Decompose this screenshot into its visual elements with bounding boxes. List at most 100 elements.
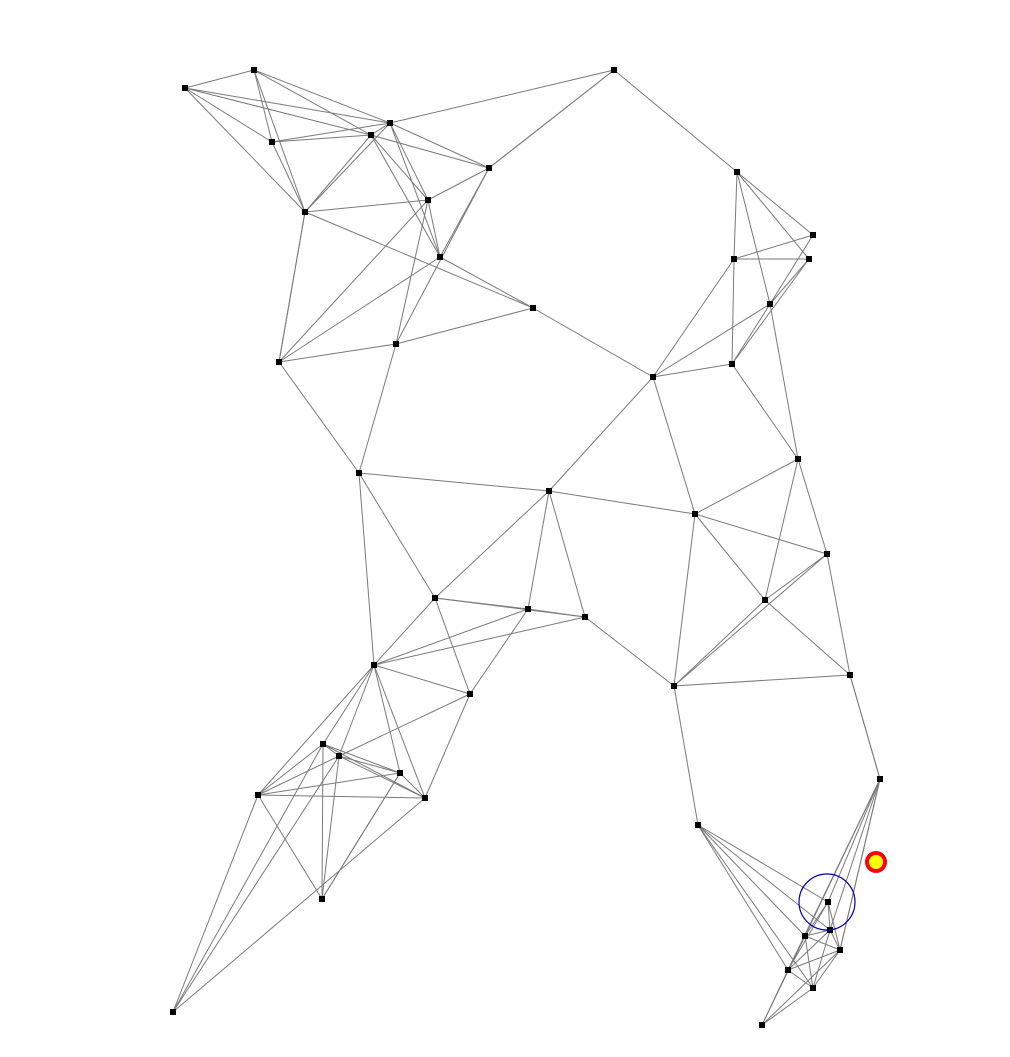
graph-node[interactable]: [759, 1022, 765, 1028]
graph-node[interactable]: [810, 232, 816, 238]
graph-node[interactable]: [546, 488, 552, 494]
graph-node[interactable]: [530, 305, 536, 311]
graph-edge: [761, 969, 789, 1026]
graph-node[interactable]: [611, 67, 617, 73]
graph-edge: [358, 472, 375, 666]
graph-node[interactable]: [729, 361, 735, 367]
graph-edge: [427, 199, 441, 258]
graph-node[interactable]: [734, 169, 740, 175]
graph-edge: [271, 141, 306, 213]
graph-edge: [829, 929, 841, 951]
graph-edge: [271, 122, 391, 143]
graph-edge: [257, 772, 401, 796]
graph-edges: [172, 69, 881, 1026]
graph-edge: [184, 87, 273, 143]
graph-edge: [769, 303, 799, 460]
graph-node[interactable]: [170, 1009, 176, 1015]
graph-node[interactable]: [432, 595, 438, 601]
graph-edge: [804, 929, 831, 937]
target-node-marker[interactable]: [865, 851, 887, 873]
graph-edge: [694, 513, 766, 601]
graph-edge: [373, 608, 529, 666]
graph-edge: [253, 69, 273, 143]
graph-edge: [304, 199, 429, 213]
graph-edge: [812, 929, 831, 989]
graph-node[interactable]: [877, 776, 883, 782]
graph-edge: [172, 755, 340, 1013]
graph-node[interactable]: [467, 691, 473, 697]
graph-node[interactable]: [397, 770, 403, 776]
graph-node[interactable]: [387, 120, 393, 126]
graph-node[interactable]: [785, 967, 791, 973]
graph-node[interactable]: [393, 341, 399, 347]
graph-edge: [694, 513, 828, 555]
graph-edge: [673, 685, 699, 826]
graph-edge: [469, 608, 529, 695]
graph-node[interactable]: [825, 899, 831, 905]
graph-edge: [694, 458, 799, 515]
graph-edge: [652, 376, 696, 515]
graph-edge: [373, 616, 586, 666]
graph-edge: [827, 778, 881, 903]
graph-edge: [787, 929, 831, 971]
graph-edge: [827, 901, 841, 951]
graph-edge: [673, 599, 766, 687]
graph-edge: [826, 553, 851, 676]
graph-edge: [829, 778, 881, 931]
graph-node[interactable]: [319, 896, 325, 902]
graph-node[interactable]: [695, 822, 701, 828]
graph-node[interactable]: [182, 85, 188, 91]
graph-node[interactable]: [806, 256, 812, 262]
graph-node[interactable]: [302, 209, 308, 215]
graph-node[interactable]: [269, 139, 275, 145]
graph-node[interactable]: [371, 662, 377, 668]
graph-node[interactable]: [368, 132, 374, 138]
graph-node[interactable]: [650, 374, 656, 380]
graph-node[interactable]: [767, 301, 773, 307]
graph-node[interactable]: [276, 359, 282, 365]
graph-node[interactable]: [486, 165, 492, 171]
graph-edge: [697, 824, 831, 931]
graph-node[interactable]: [320, 741, 326, 747]
graph-edge: [548, 490, 586, 618]
graph-edge: [761, 949, 841, 1026]
graph-node[interactable]: [422, 795, 428, 801]
graph-edge: [278, 199, 429, 363]
graph-node[interactable]: [847, 672, 853, 678]
graph-edge: [257, 794, 323, 900]
graph-edge: [184, 87, 306, 213]
graph-edge: [338, 755, 426, 799]
graph-edge: [338, 693, 471, 757]
graph-node[interactable]: [762, 597, 768, 603]
graph-edge: [697, 824, 829, 903]
graph-node[interactable]: [437, 254, 443, 260]
graph-node[interactable]: [824, 551, 830, 557]
graph-edge: [787, 949, 841, 971]
graph-edge: [673, 674, 851, 687]
graph-node[interactable]: [795, 456, 801, 462]
graph-edge: [257, 743, 324, 796]
graph-edge: [338, 664, 375, 757]
graph-node[interactable]: [671, 683, 677, 689]
graph-edge: [184, 87, 372, 136]
graph-edge: [253, 69, 372, 136]
graph-edge: [764, 553, 828, 601]
graph-node[interactable]: [837, 947, 843, 953]
graph-node[interactable]: [336, 753, 342, 759]
graph-node[interactable]: [425, 197, 431, 203]
graph-edge: [652, 303, 771, 378]
graph-node[interactable]: [692, 511, 698, 517]
graph-node[interactable]: [582, 614, 588, 620]
graph-edge: [395, 199, 429, 345]
graph-edge: [736, 171, 771, 305]
graph-node[interactable]: [802, 933, 808, 939]
graph-node[interactable]: [251, 67, 257, 73]
graph-edge: [322, 743, 426, 799]
graph-node[interactable]: [356, 470, 362, 476]
graph-node[interactable]: [255, 792, 261, 798]
graph-node[interactable]: [731, 256, 737, 262]
graph-edge: [370, 134, 441, 258]
graph-node[interactable]: [810, 985, 816, 991]
graph-node[interactable]: [525, 606, 531, 612]
graph-edge: [731, 258, 810, 365]
